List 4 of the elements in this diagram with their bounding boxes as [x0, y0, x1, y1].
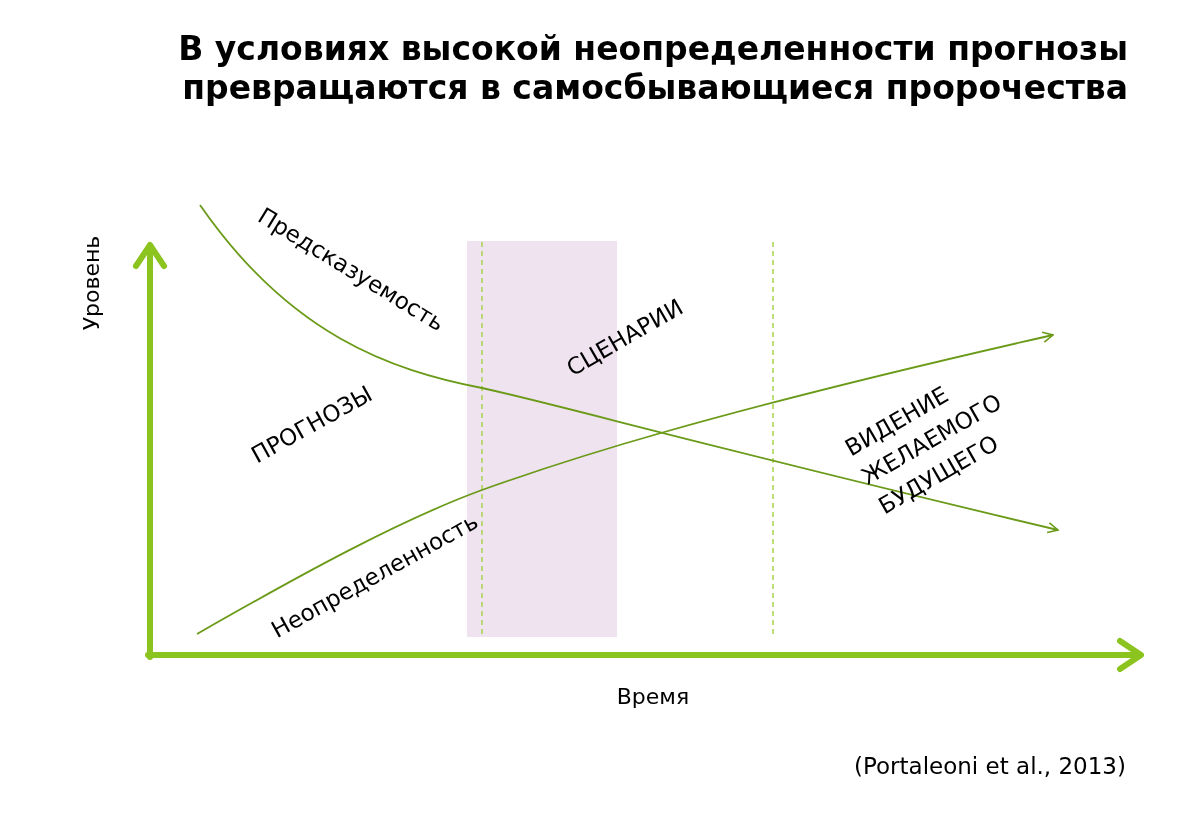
- chart-title: В условиях высокой неопределенности прогнозы превращаются в самосбывающиеся пророчества: [177, 30, 1128, 108]
- axis-label: Время: [616, 683, 690, 711]
- citation: (Portaleoni et al., 2013): [854, 753, 1126, 781]
- axis-label: Уровень: [78, 235, 105, 331]
